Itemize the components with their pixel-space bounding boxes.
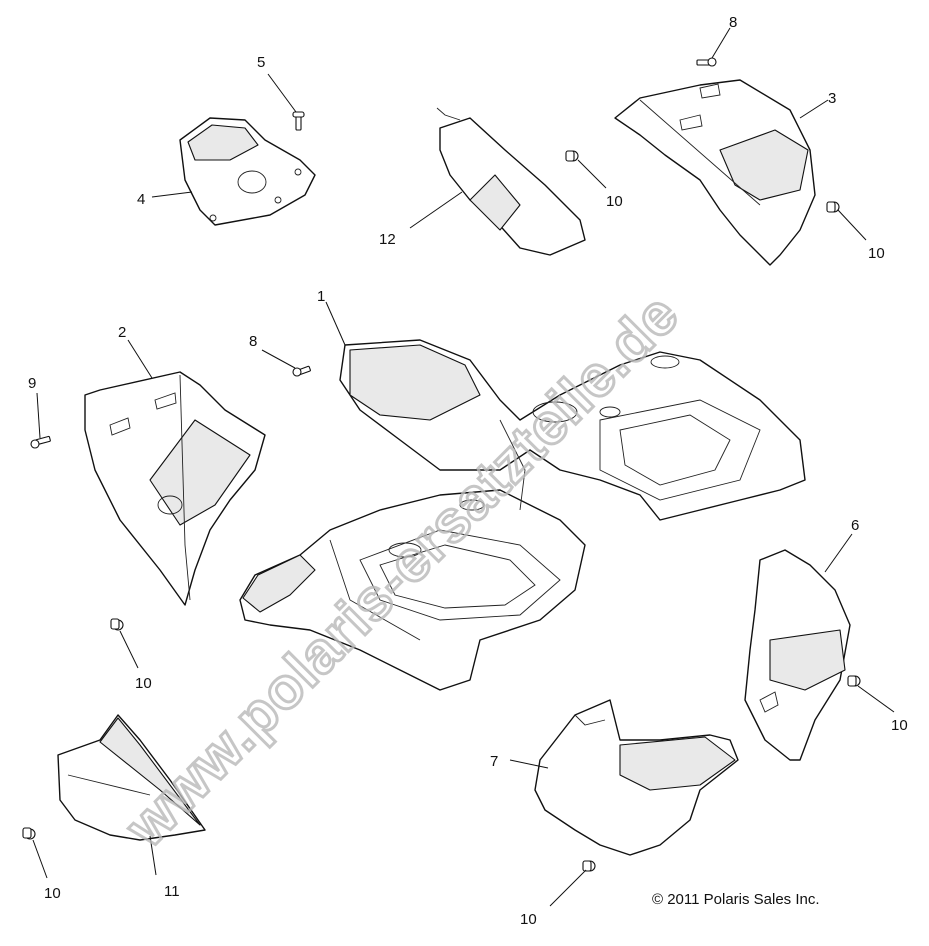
callout-11: 11 [164,883,180,900]
part-11-left-lower-panel [57,714,206,841]
part-6-right-front-panel [744,549,851,761]
callout-7: 7 [490,753,498,770]
callout-3: 3 [828,90,836,107]
fastener-8-top-screw [696,57,717,67]
fastener-5-screw [292,111,305,131]
fastener-8-center-screw [292,365,311,377]
callout-9: 9 [28,375,36,392]
fastener-10-push-rivet-b [826,201,840,213]
fastener-9-screw [30,435,51,449]
callout-10-f: 10 [520,911,537,928]
part-1-front-rear-cab [239,339,806,691]
callout-8-center: 8 [249,333,257,350]
part-4-console-cover [179,117,316,226]
fastener-10-push-rivet-c [110,618,124,631]
fastener-10-push-rivet-d [847,675,861,687]
callout-2: 2 [118,324,126,341]
callout-8-top: 8 [729,14,737,31]
fastener-10-push-rivet-f [582,860,596,872]
part-2-left-side-panel [84,371,266,606]
callout-5: 5 [257,54,265,71]
callout-10-c: 10 [135,675,152,692]
callout-10-b: 10 [868,245,885,262]
callout-10-e: 10 [44,885,61,902]
callout-labels: 1 2 3 4 5 6 7 8 8 9 10 10 10 10 10 10 11… [28,14,908,928]
callout-1: 1 [317,288,325,305]
callout-4: 4 [137,191,145,208]
leader-lines [32,27,895,907]
copyright-notice: © 2011 Polaris Sales Inc. [652,891,820,908]
callout-10-d: 10 [891,717,908,734]
part-7-rear-splash-panel [534,699,739,856]
fastener-10-push-rivet-a [565,150,579,162]
part-12-center-deflector [436,107,586,256]
callout-6: 6 [851,517,859,534]
fastener-10-push-rivet-e [22,827,36,840]
part-3-right-rear-panel [614,79,816,266]
callout-12: 12 [379,231,396,248]
callout-10-a: 10 [606,193,623,210]
